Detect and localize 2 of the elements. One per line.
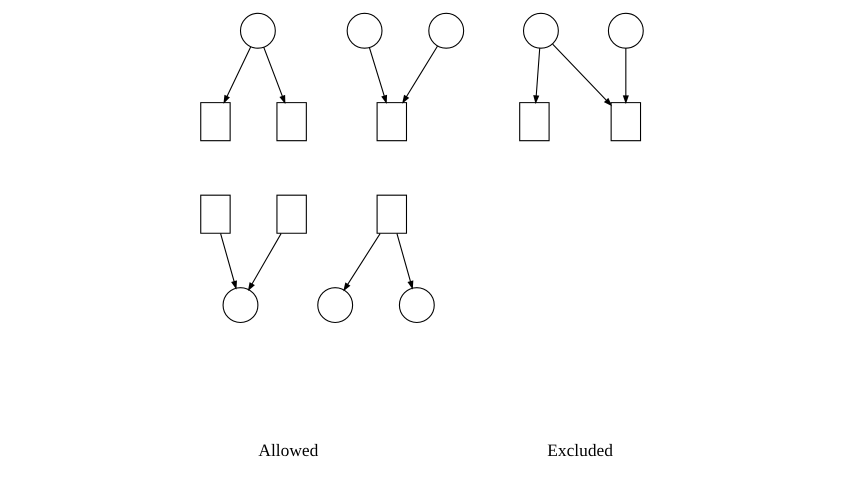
label: Excluded (547, 440, 613, 460)
label: Allowed (258, 440, 318, 460)
